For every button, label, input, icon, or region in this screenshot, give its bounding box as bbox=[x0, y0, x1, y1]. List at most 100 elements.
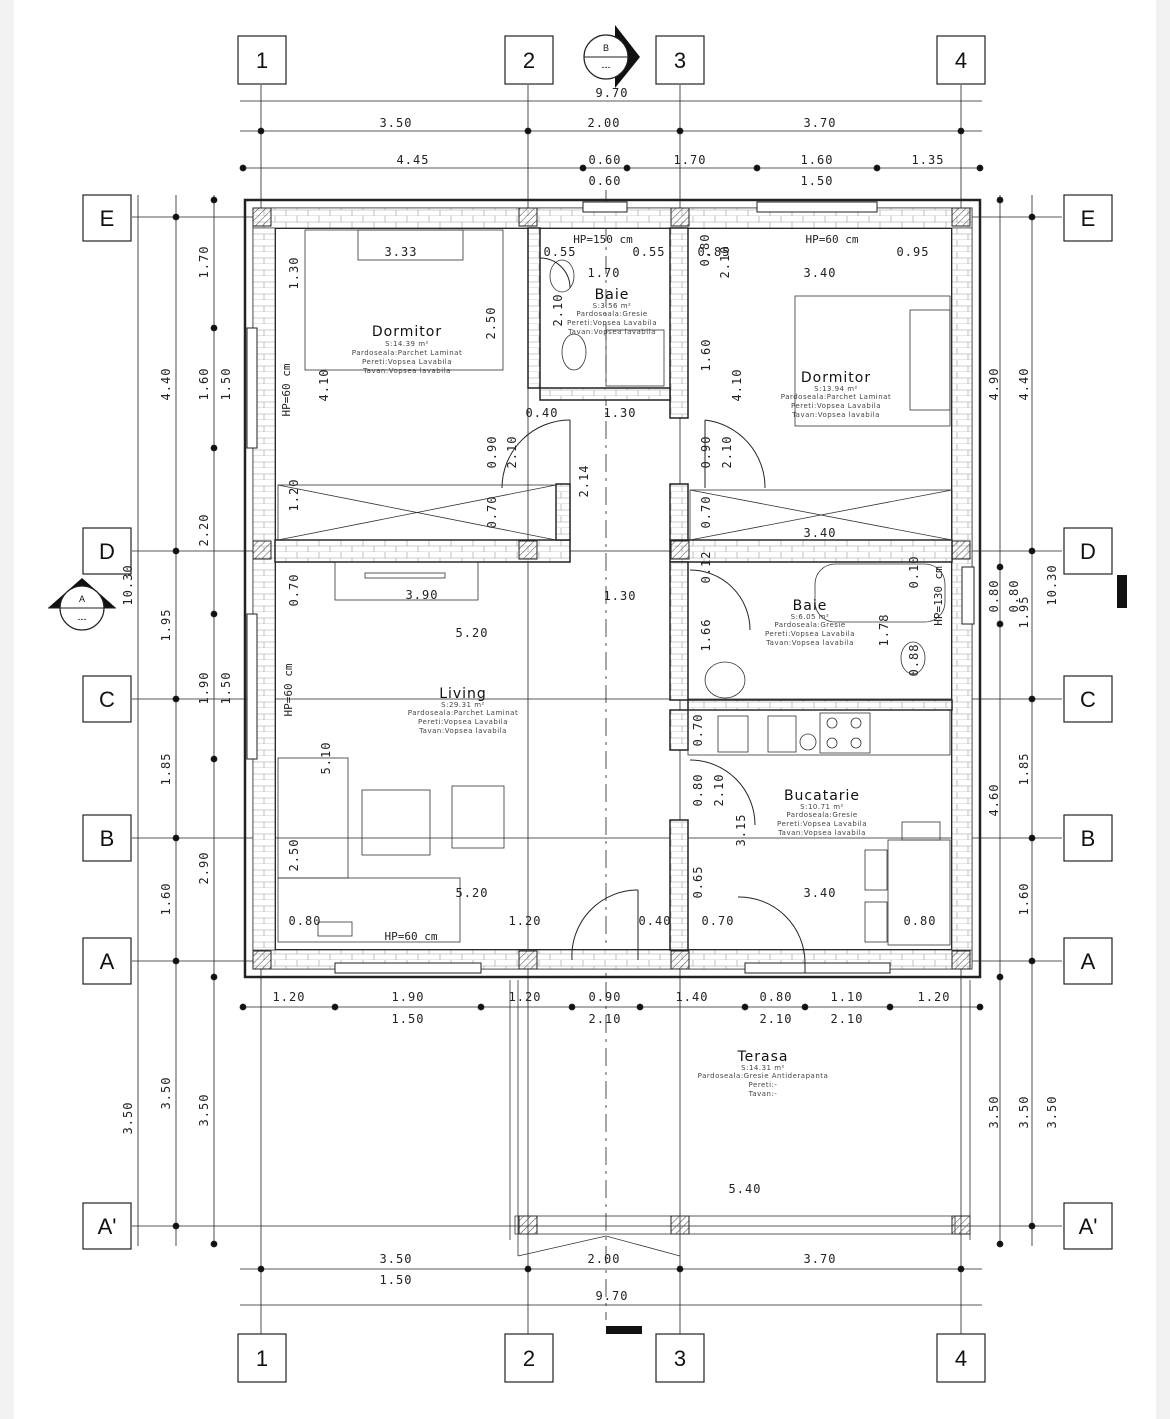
dim-top-opening: 1.60 bbox=[801, 153, 834, 167]
interior-dimension-labels: 3.33 1.30 2.50 4.10 1.20 0.90 2.10 0.70 … bbox=[287, 234, 937, 928]
dim-top-opening: 1.35 bbox=[912, 153, 945, 167]
dim-bottom-opening: 1.40 bbox=[676, 990, 709, 1004]
dim-living: 5.10 bbox=[319, 742, 333, 775]
grid-label-4-bottom: 4 bbox=[955, 1346, 967, 1371]
room-ceiling: Tavan:Vopsea lavabila bbox=[362, 367, 451, 375]
dim-dormitor2: 0.70 bbox=[699, 496, 713, 529]
interior-walls bbox=[274, 227, 953, 951]
dim-baie2: 0.88 bbox=[907, 644, 921, 677]
dim-baie2: 0.12 bbox=[699, 551, 713, 584]
dim-right-total: 10.30 bbox=[1045, 564, 1059, 605]
dim-dormitor2: 0.90 bbox=[699, 436, 713, 469]
dim-bottom-total: 9.70 bbox=[596, 1289, 629, 1303]
room-ceiling: Tavan:Vopsea lavabila bbox=[791, 411, 880, 419]
dim-dormitor2: 4.10 bbox=[730, 369, 744, 402]
room-ceiling: Tavan:Vopsea lavabila bbox=[777, 829, 866, 837]
hp-note: HP=60 cm bbox=[282, 663, 295, 716]
section-marker-b[interactable] bbox=[583, 25, 640, 88]
section-a-id: A bbox=[79, 594, 85, 604]
dim-dormitor1: 0.70 bbox=[485, 496, 499, 529]
room-label-terasa[interactable]: Terasa S:14.31 m² Pardoseala:Gresie Anti… bbox=[698, 1049, 829, 1098]
room-area: S:14.39 m² bbox=[385, 340, 429, 348]
grid-label-c-left: C bbox=[99, 687, 115, 712]
grid-label-2-bottom: 2 bbox=[523, 1346, 535, 1371]
dim-baie1: 0.55 bbox=[544, 245, 577, 259]
dim-top-opening: 1.70 bbox=[674, 153, 707, 167]
room-floor: Pardoseala:Gresie bbox=[786, 811, 857, 819]
dim-bottom-opening-sub: 2.10 bbox=[831, 1012, 864, 1026]
room-label-baie-1[interactable]: Baie S:3.56 m² Pardoseala:Gresie Pereti:… bbox=[567, 287, 657, 336]
room-walls: Pereti:Vopsea Lavabila bbox=[791, 402, 881, 410]
grid-label-3-bottom: 3 bbox=[674, 1346, 686, 1371]
section-marker-a[interactable] bbox=[48, 578, 116, 631]
grid-label-a-right: A bbox=[1081, 949, 1096, 974]
dim-bucatarie: 2.10 bbox=[712, 774, 726, 807]
dim-left-opening: 3.50 bbox=[197, 1094, 211, 1127]
room-name: Baie bbox=[793, 598, 828, 614]
dim-bottom-opening-sub: 1.50 bbox=[392, 1012, 425, 1026]
dim-baie2: 0.10 bbox=[907, 556, 921, 589]
grid-label-2-top: 2 bbox=[523, 48, 535, 73]
dim-right-opening: 4.90 bbox=[987, 368, 1001, 401]
dim-right-axis: 1.85 bbox=[1017, 753, 1031, 786]
top-dimension-labels: 9.70 3.50 2.00 3.70 4.45 0.60 1.70 1.60 … bbox=[380, 86, 945, 188]
room-name: Baie bbox=[595, 287, 630, 303]
dim-top-total: 9.70 bbox=[596, 86, 629, 100]
dim-dormitor2: 3.40 bbox=[804, 266, 837, 280]
room-walls: Pereti:Vopsea Lavabila bbox=[418, 718, 508, 726]
dim-bottom-axis: 3.50 bbox=[380, 1252, 413, 1266]
dim-bucatarie: 0.70 bbox=[702, 914, 735, 928]
grid-label-1-bottom: 1 bbox=[256, 1346, 268, 1371]
room-label-baie-2[interactable]: Baie S:6.05 m² Pardoseala:Gresie Pereti:… bbox=[765, 598, 855, 647]
windows bbox=[246, 201, 975, 974]
room-label-dormitor-2[interactable]: Dormitor S:13.94 m² Pardoseala:Parchet L… bbox=[781, 370, 891, 419]
dim-baie1: 1.70 bbox=[588, 266, 621, 280]
door-swings bbox=[501, 257, 806, 964]
room-floor: Pardoseala:Parchet Laminat bbox=[352, 349, 462, 357]
hp-note: HP=130 cm bbox=[932, 566, 945, 626]
dim-baie1: 0.85 bbox=[698, 245, 731, 259]
room-label-bucatarie[interactable]: Bucatarie S:10.71 m² Pardoseala:Gresie P… bbox=[777, 788, 867, 837]
dim-left-opening-sub: 1.50 bbox=[219, 368, 233, 401]
dim-dormitor2: 2.10 bbox=[720, 436, 734, 469]
room-floor: Pardoseala:Parchet Laminat bbox=[781, 393, 891, 401]
room-floor: Pardoseala:Parchet Laminat bbox=[408, 709, 518, 717]
room-area: S:14.31 m² bbox=[741, 1064, 785, 1072]
dim-bottom-opening: 1.90 bbox=[392, 990, 425, 1004]
dim-right-axis: 0.80 bbox=[1007, 580, 1021, 613]
dim-right-axis: 1.95 bbox=[1017, 596, 1031, 629]
dim-left-opening: 1.90 bbox=[197, 672, 211, 705]
section-a-end-mark bbox=[1117, 575, 1127, 608]
dim-bucatarie: 0.70 bbox=[691, 714, 705, 747]
grid-label-a-left: A bbox=[100, 949, 115, 974]
right-dimension-labels: 4.90 0.80 4.60 3.50 4.40 0.80 1.95 1.85 … bbox=[987, 368, 1059, 1129]
dim-left-opening: 1.70 bbox=[197, 246, 211, 279]
room-walls: Pereti:Vopsea Lavabila bbox=[567, 319, 657, 327]
hp-note: HP=60 cm bbox=[806, 233, 859, 246]
dim-bucatarie: 0.80 bbox=[904, 914, 937, 928]
grid-label-3-top: 3 bbox=[674, 48, 686, 73]
dim-dormitor1: 2.10 bbox=[505, 436, 519, 469]
room-ceiling: Tavan:- bbox=[748, 1090, 778, 1098]
dim-right-opening: 0.80 bbox=[987, 580, 1001, 613]
dim-left-opening: 1.60 bbox=[197, 368, 211, 401]
dim-left-axis: 1.60 bbox=[159, 883, 173, 916]
room-area: S:29.31 m² bbox=[441, 701, 485, 709]
dim-top-axis: 3.70 bbox=[804, 116, 837, 130]
room-ceiling: Tavan:Vopsea lavabila bbox=[765, 639, 854, 647]
dim-left-axis: 3.50 bbox=[159, 1077, 173, 1110]
room-label-dormitor-1[interactable]: Dormitor S:14.39 m² Pardoseala:Parchet L… bbox=[352, 324, 462, 375]
room-walls: Pereti:Vopsea Lavabila bbox=[765, 630, 855, 638]
dim-bottom-axis: 2.00 bbox=[588, 1252, 621, 1266]
grid-label-4-top: 4 bbox=[955, 48, 967, 73]
dim-bottom-opening: 1.10 bbox=[831, 990, 864, 1004]
window-sill-notes: HP=150 cm HP=60 cm HP=60 cm HP=60 cm HP=… bbox=[280, 233, 945, 943]
grid-label-e-left: E bbox=[100, 206, 115, 231]
grid-label-e-right: E bbox=[1081, 206, 1096, 231]
dim-dormitor1: 1.20 bbox=[287, 479, 301, 512]
furniture bbox=[277, 229, 971, 1257]
room-ceiling: Tavan:Vopsea lavabila bbox=[418, 727, 507, 735]
dim-baie1: 2.10 bbox=[551, 294, 565, 327]
dim-bottom-axis: 3.70 bbox=[804, 1252, 837, 1266]
room-label-living[interactable]: Living S:29.31 m² Pardoseala:Parchet Lam… bbox=[408, 686, 518, 735]
